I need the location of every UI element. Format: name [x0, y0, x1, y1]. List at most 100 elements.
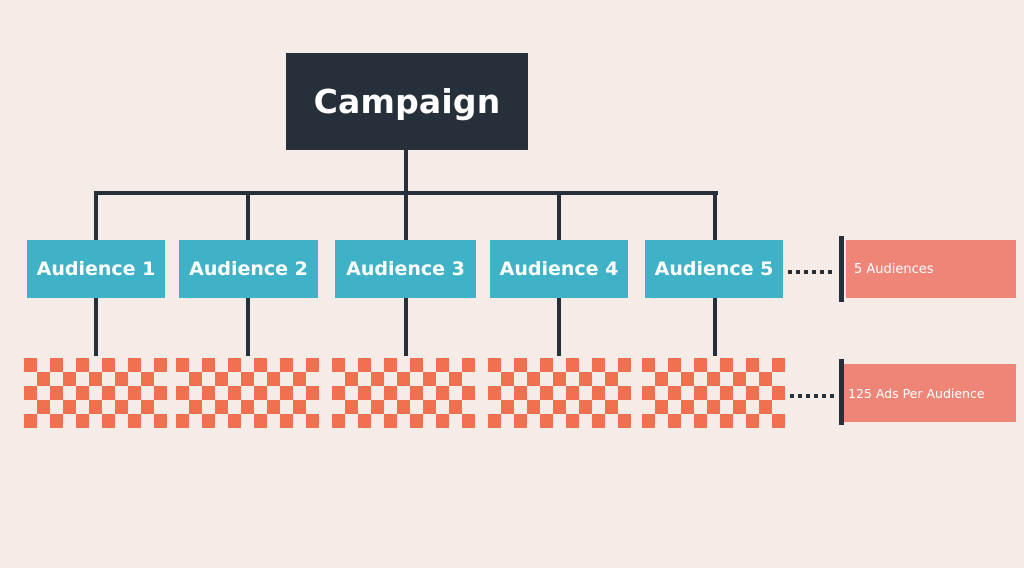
ad-square [462, 358, 475, 372]
ad-square [449, 372, 462, 386]
ad-square [668, 358, 681, 372]
ad-square [115, 400, 128, 414]
ad-square [358, 386, 371, 400]
ad-square [540, 414, 553, 428]
ad-square [668, 414, 681, 428]
ad-square [280, 414, 293, 428]
ad-square [306, 358, 319, 372]
ad-square [579, 400, 592, 414]
ad-square [423, 372, 436, 386]
ad-square [358, 414, 371, 428]
audience-box-2: Audience 2 [179, 240, 318, 298]
audience-5-drop [713, 191, 717, 240]
ad-square [267, 372, 280, 386]
ad-square [154, 358, 167, 372]
ad-square [618, 386, 631, 400]
ads-grid-1 [24, 358, 167, 428]
campaign-box: Campaign [286, 53, 528, 150]
audience-label: Audience 1 [36, 258, 156, 280]
ad-square [592, 386, 605, 400]
ad-square [345, 372, 358, 386]
ad-square [720, 358, 733, 372]
audience-label: Audience 2 [189, 258, 308, 280]
ads-1-drop [94, 298, 98, 356]
ad-square [228, 414, 241, 428]
audience-label: Audience 3 [346, 258, 465, 280]
ads-summary-text: 125 Ads Per Audience [848, 385, 985, 401]
ad-square [215, 400, 228, 414]
ad-square [566, 358, 579, 372]
ad-square [410, 386, 423, 400]
ad-square [655, 400, 668, 414]
ad-square [332, 414, 345, 428]
ad-square [694, 414, 707, 428]
ad-square [592, 358, 605, 372]
ad-square [527, 372, 540, 386]
ad-square [176, 386, 189, 400]
ads-bracket [839, 359, 844, 425]
ad-square [176, 358, 189, 372]
ad-square [668, 386, 681, 400]
ad-square [720, 414, 733, 428]
audiences-bracket [839, 236, 844, 302]
ad-square [501, 400, 514, 414]
ad-square [436, 358, 449, 372]
ad-square [154, 414, 167, 428]
ad-square [436, 386, 449, 400]
audience-box-3: Audience 3 [335, 240, 476, 298]
audiences-summary-text: 5 Audiences [854, 261, 934, 277]
ad-square [358, 358, 371, 372]
ad-square [37, 400, 50, 414]
ad-square [24, 386, 37, 400]
audience-label: Audience 5 [654, 258, 774, 280]
audience-label: Audience 4 [499, 258, 619, 280]
ad-square [772, 358, 785, 372]
ad-square [89, 400, 102, 414]
ad-square [280, 358, 293, 372]
ad-square [759, 400, 772, 414]
ad-square [306, 386, 319, 400]
ad-square [202, 358, 215, 372]
ad-square [566, 414, 579, 428]
ad-square [553, 400, 566, 414]
audiences-dotted-leader [788, 270, 836, 274]
ad-square [141, 400, 154, 414]
ad-square [63, 400, 76, 414]
ad-square [410, 358, 423, 372]
ad-square [514, 358, 527, 372]
audience-4-drop [557, 191, 561, 240]
ad-square [50, 414, 63, 428]
ads-grid-2 [176, 358, 319, 428]
ad-square [746, 358, 759, 372]
ad-square [579, 372, 592, 386]
ad-square [488, 386, 501, 400]
ad-square [76, 358, 89, 372]
ad-square [397, 400, 410, 414]
ad-square [189, 372, 202, 386]
ad-square [215, 372, 228, 386]
ad-square [397, 372, 410, 386]
ad-square [345, 400, 358, 414]
ad-square [293, 372, 306, 386]
ad-square [605, 400, 618, 414]
ad-square [462, 386, 475, 400]
ad-square [189, 400, 202, 414]
ad-square [176, 414, 189, 428]
ad-square [24, 358, 37, 372]
ad-square [720, 386, 733, 400]
ad-square [681, 400, 694, 414]
ads-grid-5 [642, 358, 785, 428]
audience-3-drop [404, 191, 408, 240]
ad-square [384, 386, 397, 400]
campaign-stem [404, 150, 408, 194]
ads-5-drop [713, 298, 717, 356]
ad-square [423, 400, 436, 414]
ad-square [462, 414, 475, 428]
ad-square [76, 386, 89, 400]
ads-grid-4 [488, 358, 631, 428]
ad-square [733, 372, 746, 386]
ad-square [371, 400, 384, 414]
ad-square [202, 386, 215, 400]
ad-square [293, 400, 306, 414]
ad-square [384, 358, 397, 372]
